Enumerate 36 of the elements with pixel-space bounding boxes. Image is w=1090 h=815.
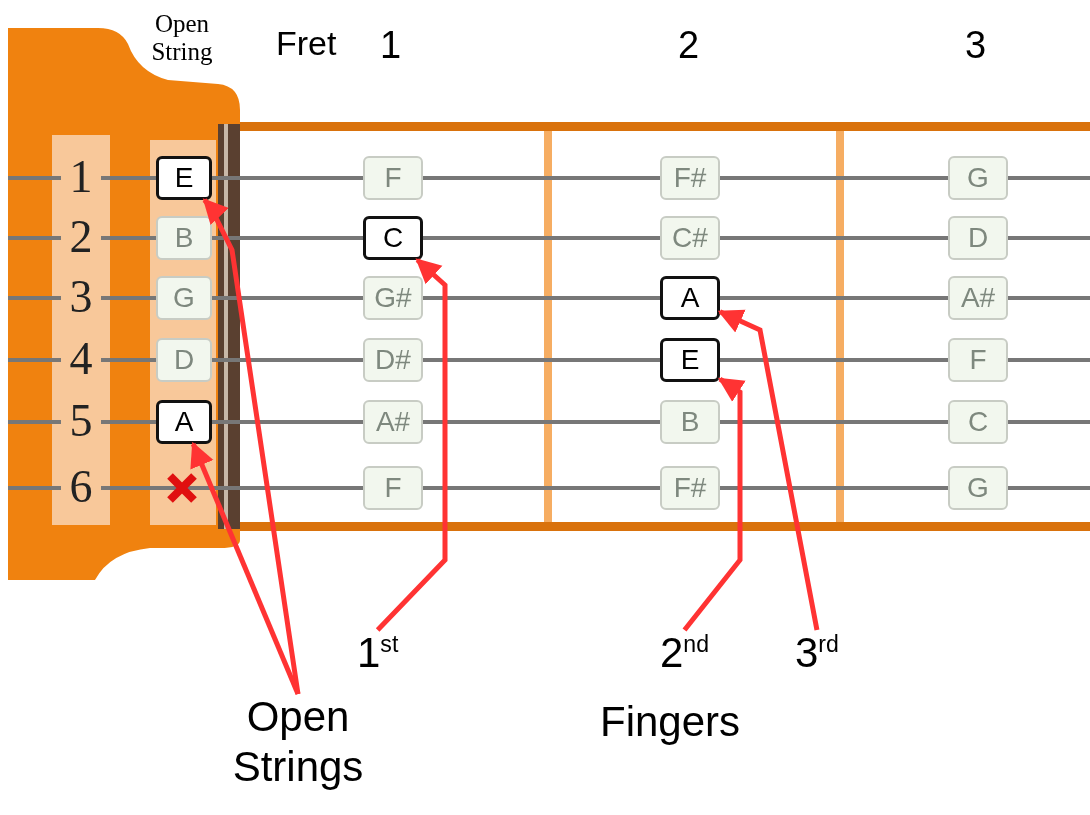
finger-label: 3$^{rd}$ <box>795 628 839 679</box>
note-box: A <box>660 276 720 320</box>
caption-label: Fingers <box>600 698 741 747</box>
note-box: E <box>156 156 212 200</box>
note-box: G <box>948 156 1008 200</box>
note-box: A <box>156 400 212 444</box>
fret-number: 1 <box>380 24 402 68</box>
note-box: F <box>363 466 423 510</box>
note-box: G# <box>363 276 423 320</box>
note-box: D# <box>363 338 423 382</box>
fret-number: 2 <box>678 24 700 68</box>
note-box: C <box>363 216 423 260</box>
note-box: E <box>660 338 720 382</box>
note-box: C# <box>660 216 720 260</box>
note-box: A# <box>948 276 1008 320</box>
note-box: F <box>363 156 423 200</box>
finger-label: 1$^{st}$ <box>357 628 399 679</box>
finger-label: 2$^{nd}$ <box>660 628 710 679</box>
fret-number: 3 <box>965 24 987 68</box>
note-box: B <box>660 400 720 444</box>
header-label: Fret <box>276 24 337 64</box>
note-box: F# <box>660 156 720 200</box>
callout-label: Open Strings <box>218 692 378 793</box>
arrow <box>375 258 448 632</box>
note-box: C <box>948 400 1008 444</box>
note-box: B <box>156 216 212 260</box>
header-label: Open String <box>150 10 214 65</box>
note-box: F# <box>660 466 720 510</box>
note-box: F <box>948 338 1008 382</box>
note-box: D <box>156 338 212 382</box>
note-box: G <box>156 276 212 320</box>
arrow <box>202 198 301 695</box>
note-box: A# <box>363 400 423 444</box>
note-box: G <box>948 466 1008 510</box>
note-box: D <box>948 216 1008 260</box>
arrow <box>682 377 746 632</box>
